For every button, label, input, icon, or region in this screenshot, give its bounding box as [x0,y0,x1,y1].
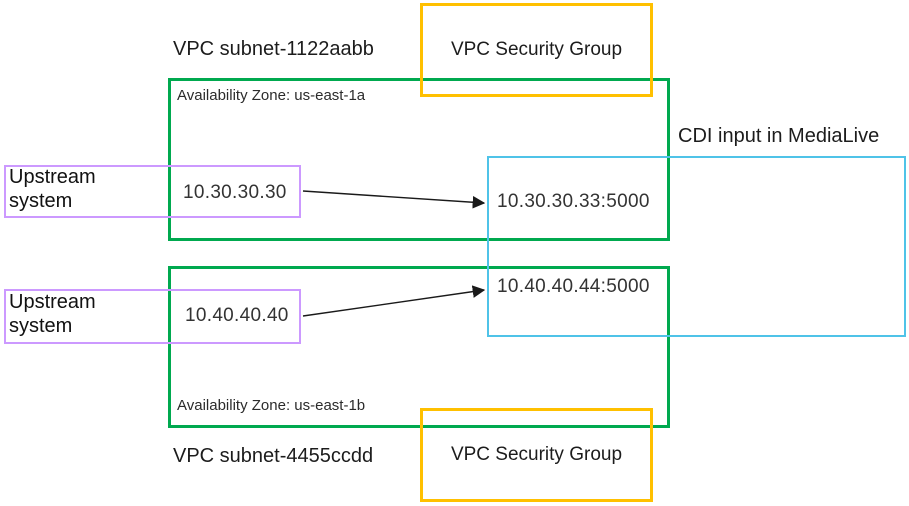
upstream-system-2-box [4,289,301,344]
upstream-system-1-box [4,165,301,218]
cdi-input-title: CDI input in MediaLive [678,125,880,147]
vpc-subnet-2-box [168,266,670,428]
availability-zone-1a-label: Availability Zone: us-east-1a [177,87,366,104]
vpc-security-group-top-label: VPC Security Group [450,39,623,60]
vpc-security-group-bottom-label: VPC Security Group [450,444,623,465]
vpc-subnet-1-title: VPC subnet-1122aabb [173,38,374,60]
vpc-subnet-2-title: VPC subnet-4455ccdd [173,445,374,467]
cdi-endpoint-2: 10.40.40.44:5000 [497,276,650,297]
upstream-system-2-label: Upstream system [9,291,96,337]
vpc-security-group-top-box: VPC Security Group [420,3,653,97]
cdi-input-box [487,156,906,337]
upstream-system-2-ip: 10.40.40.40 [185,305,289,326]
upstream-system-1-ip: 10.30.30.30 [183,182,287,203]
upstream-system-1-label: Upstream system [9,166,96,212]
vpc-subnet-1-box [168,78,670,241]
availability-zone-1b-label: Availability Zone: us-east-1b [177,397,366,414]
vpc-security-group-bottom-box: VPC Security Group [420,408,653,502]
cdi-endpoint-1: 10.30.30.33:5000 [497,191,650,212]
